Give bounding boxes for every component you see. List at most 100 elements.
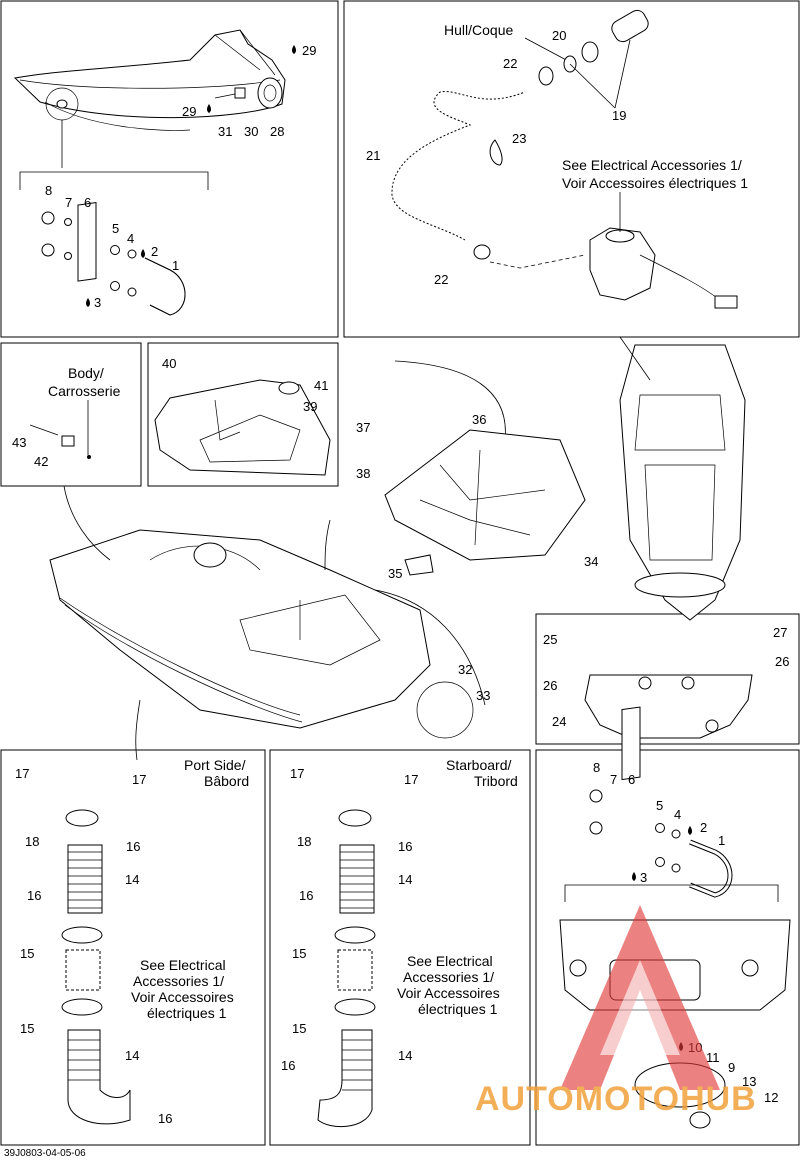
- spacer: [61, 435, 75, 447]
- part-19: 19: [612, 108, 626, 123]
- part-22b: 22: [434, 272, 448, 287]
- drain-hose: [391, 91, 526, 241]
- sealant-drop-icon: [632, 872, 636, 881]
- label-stbd-see-a: See Electrical: [407, 953, 493, 969]
- part-26b: 26: [775, 654, 789, 669]
- part-40: 40: [162, 356, 176, 371]
- part-33: 33: [476, 688, 490, 703]
- bilge-pump: [589, 227, 738, 309]
- part-3: 3: [94, 295, 101, 310]
- part-5: 5: [112, 221, 119, 236]
- part-16a: 16: [126, 839, 140, 854]
- part-36: 36: [472, 412, 486, 427]
- bow-eye-parts: [214, 87, 246, 99]
- part-4b: 4: [674, 807, 681, 822]
- sealant-drop-icon: [207, 104, 211, 113]
- part-15b: 15: [20, 1021, 34, 1036]
- part-42: 42: [34, 454, 48, 469]
- part-12: 12: [764, 1090, 778, 1105]
- sealant-drop-icon: [141, 249, 145, 258]
- sealant-drop-icon: [292, 45, 296, 54]
- part-24: 24: [552, 714, 566, 729]
- part-15a: 15: [20, 946, 34, 961]
- part-13: 13: [742, 1074, 756, 1089]
- part-15c: 15: [292, 946, 306, 961]
- label-stbd-1: Starboard/: [446, 757, 511, 773]
- mount-assembly-top: [41, 201, 186, 316]
- cable-tie: [489, 139, 503, 166]
- label-port-2: Bâbord: [204, 773, 249, 789]
- label-port-1: Port Side/: [184, 757, 246, 773]
- part-28: 28: [270, 124, 284, 139]
- panel-port-side: [0, 749, 266, 1146]
- panel-deck-detail: [147, 342, 339, 487]
- part-27: 27: [773, 625, 787, 640]
- part-6: 6: [84, 195, 91, 210]
- part-14c: 14: [398, 872, 412, 887]
- part-17c: 17: [290, 766, 304, 781]
- boat-side-view: [13, 29, 286, 131]
- panel-top-right: [343, 0, 800, 338]
- part-17d: 17: [404, 772, 418, 787]
- part-20: 20: [552, 28, 566, 43]
- part-21: 21: [366, 148, 380, 163]
- part-25: 25: [543, 632, 557, 647]
- port-vent-assembly: [61, 809, 131, 1125]
- part-7b: 7: [610, 772, 617, 787]
- part-16c: 16: [158, 1111, 172, 1126]
- panel-step-plate: [535, 613, 800, 745]
- label-port-see-c: Voir Accessoires: [131, 989, 234, 1005]
- part-3b: 3: [640, 870, 647, 885]
- panel-rear-mount: [535, 749, 800, 1146]
- thru-hull-fitting: [538, 9, 649, 86]
- part-37: 37: [356, 420, 370, 435]
- part-9: 9: [728, 1060, 735, 1075]
- part-4: 4: [127, 231, 134, 246]
- part-16f: 16: [281, 1058, 295, 1073]
- part-1: 1: [172, 258, 179, 273]
- watermark-logo: AUTOMOTOHUB: [475, 905, 757, 1118]
- part-6b: 6: [628, 772, 635, 787]
- part-41: 41: [314, 378, 328, 393]
- step-plate: [584, 674, 753, 739]
- part-38: 38: [356, 466, 370, 481]
- part-26a: 26: [543, 678, 557, 693]
- part-22a: 22: [503, 56, 517, 71]
- detail-circle: [416, 681, 474, 739]
- part-23: 23: [512, 131, 526, 146]
- part-15d: 15: [292, 1021, 306, 1036]
- part-14b: 14: [125, 1048, 139, 1063]
- part-35: 35: [388, 566, 402, 581]
- part-11: 11: [706, 1050, 720, 1065]
- watermark-text: AUTOMOTOHUB: [475, 1080, 757, 1118]
- part-29b: 29: [182, 104, 196, 119]
- part-34: 34: [584, 554, 598, 569]
- label-hull: Hull/Coque: [444, 22, 513, 38]
- label-port-see-a: See Electrical: [140, 957, 226, 973]
- starboard-vent-assembly: [317, 809, 376, 1128]
- label-see-elec-top-1: See Electrical Accessories 1/: [562, 157, 742, 173]
- part-14d: 14: [398, 1048, 412, 1063]
- rear-platform: [384, 429, 586, 576]
- panel-starboard: [269, 749, 531, 1146]
- part-31: 31: [218, 124, 232, 139]
- panel-body: [0, 342, 142, 487]
- part-18: 18: [25, 834, 39, 849]
- diagram-code: 39J0803-04-05-06: [4, 1148, 86, 1159]
- sealant-drop-icon: [688, 826, 692, 835]
- label-see-elec-top-2: Voir Accessoires électriques 1: [562, 175, 748, 191]
- label-body-2: Carrosserie: [48, 383, 121, 399]
- part-18b: 18: [297, 834, 311, 849]
- mount-assembly-rear: [589, 706, 733, 898]
- part-39: 39: [303, 399, 317, 414]
- part-5b: 5: [656, 798, 663, 813]
- deck-detail: [154, 379, 331, 476]
- part-16b: 16: [27, 888, 41, 903]
- label-stbd-see-b: Accessories 1/: [403, 969, 494, 985]
- label-body-1: Body/: [68, 365, 104, 381]
- part-1b: 1: [718, 833, 725, 848]
- label-port-see-b: Accessories 1/: [133, 973, 224, 989]
- part-8b: 8: [593, 760, 600, 775]
- part-2b: 2: [700, 820, 707, 835]
